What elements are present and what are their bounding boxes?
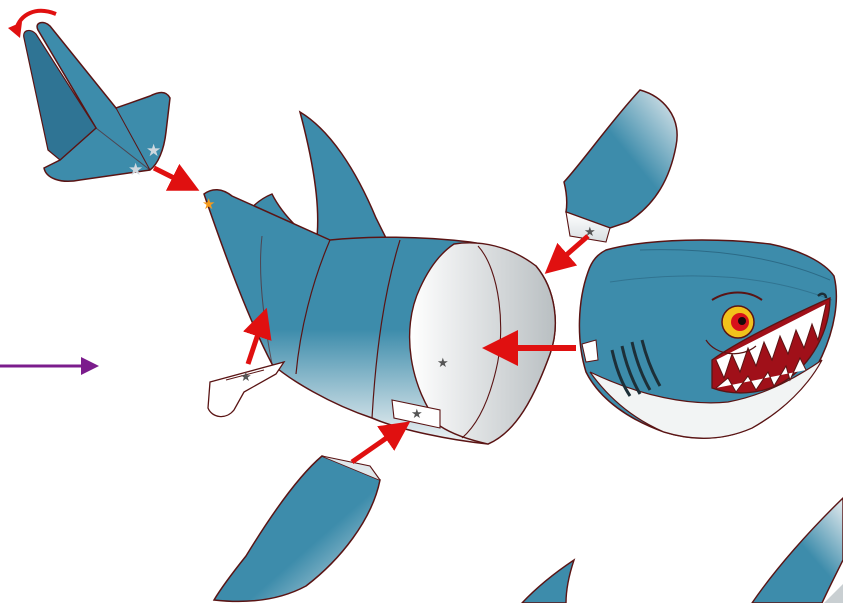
star-icon: ★ <box>584 225 596 240</box>
partial-fin-piece <box>751 497 843 603</box>
rotate-curved-arrow-icon <box>8 8 57 38</box>
upper-fin-piece <box>563 89 678 243</box>
star-icon: ★ <box>437 356 449 371</box>
lower-fin-piece <box>212 455 381 603</box>
dorsal-fin <box>298 110 392 247</box>
arrow-icon <box>243 307 272 365</box>
tail-fin-piece <box>23 21 171 182</box>
arrow-icon <box>152 163 200 191</box>
star-icon: ★ <box>146 141 161 161</box>
arrow-icon <box>350 421 411 465</box>
partial-fin-piece <box>521 558 576 603</box>
arrow-icon <box>544 234 590 274</box>
pelvic-fin-piece <box>207 360 286 418</box>
star-icon: ★ <box>411 407 423 422</box>
star-icon: ★ <box>202 195 215 213</box>
shark-head-piece <box>578 239 838 439</box>
shark-eye <box>721 305 755 339</box>
star-icon: ★ <box>128 160 143 180</box>
star-icon: ★ <box>240 370 252 385</box>
